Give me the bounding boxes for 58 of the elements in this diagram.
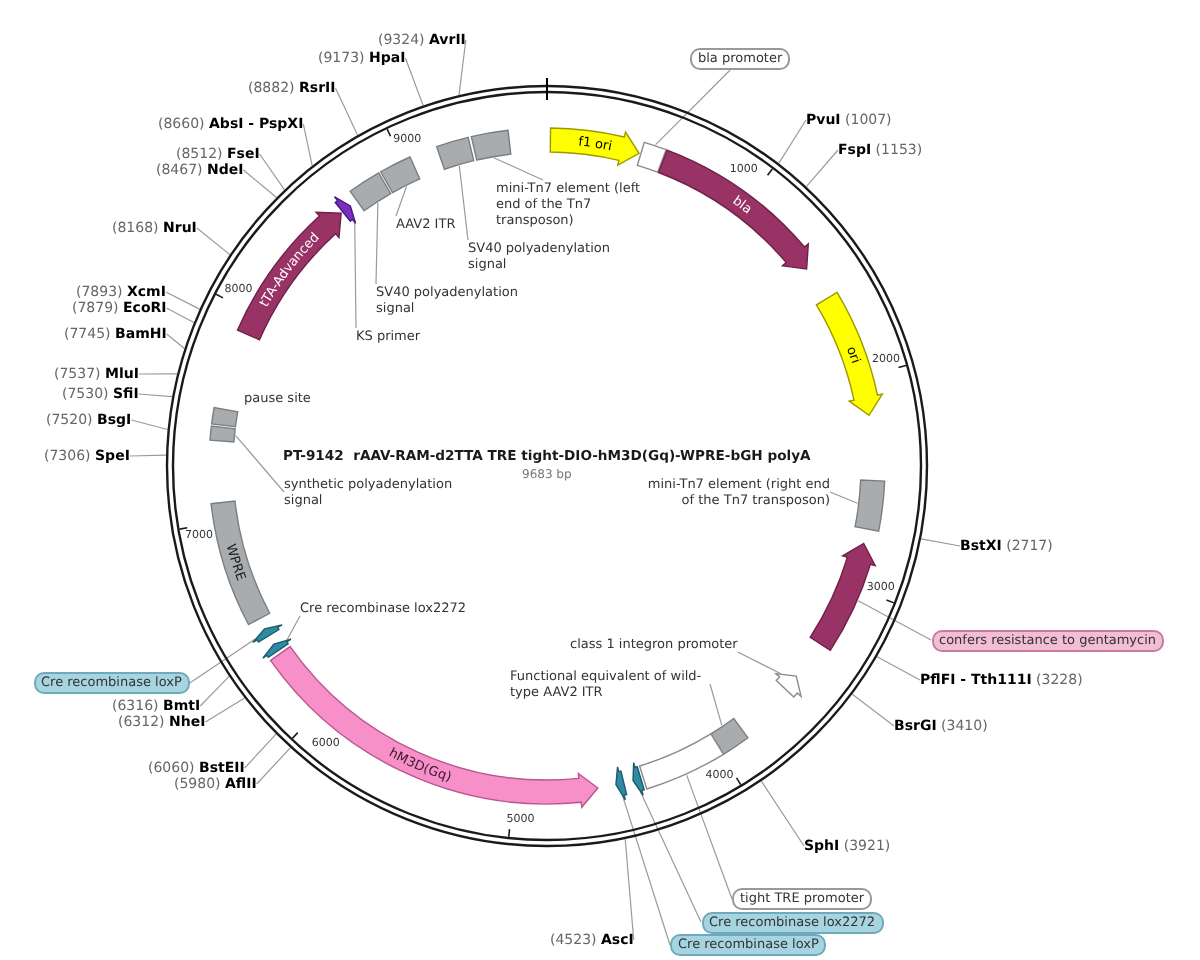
feature-block — [379, 156, 421, 194]
leader-line — [196, 227, 231, 256]
leader-line — [920, 538, 961, 547]
directional-feature-block — [632, 761, 645, 796]
leader-line — [165, 291, 201, 310]
leader-line — [138, 373, 178, 375]
directional-feature-block — [333, 196, 357, 225]
directional-feature-block — [775, 672, 802, 698]
leader-line — [851, 693, 895, 727]
leader-line — [655, 69, 731, 146]
leader-line — [737, 651, 782, 675]
directional-feature-block — [657, 149, 810, 270]
leader-line — [458, 39, 467, 96]
feature-block — [210, 500, 271, 626]
leader-line — [334, 87, 359, 136]
leader-line — [876, 656, 921, 681]
leader-line — [805, 149, 839, 188]
leader-line — [166, 333, 185, 350]
leader-line — [199, 675, 230, 707]
leader-line — [395, 185, 408, 217]
feature-block — [349, 172, 392, 212]
directional-feature-block — [615, 766, 628, 801]
feature-block — [636, 141, 667, 173]
leader-line — [375, 202, 379, 285]
leader-line — [404, 57, 424, 107]
feature-block — [435, 136, 475, 170]
leader-line — [624, 838, 635, 941]
feature-block — [470, 129, 512, 161]
feature-block — [210, 406, 239, 428]
leader-line — [857, 600, 932, 641]
leader-line — [622, 796, 671, 946]
leader-line — [493, 157, 544, 181]
directional-feature-block — [252, 624, 283, 644]
directional-feature-block — [549, 127, 640, 166]
leader-line — [829, 491, 859, 504]
leader-line — [686, 774, 733, 900]
leader-line — [244, 733, 277, 769]
leader-line — [204, 697, 246, 723]
leader-line — [130, 419, 169, 431]
leader-line — [760, 780, 805, 847]
leader-line — [242, 169, 278, 199]
leader-line — [256, 747, 291, 785]
leader-line — [458, 165, 469, 241]
leader-line — [259, 153, 285, 191]
leader-line — [778, 119, 807, 164]
leader-line — [129, 454, 167, 457]
feature-block — [710, 717, 749, 755]
leader-line — [286, 615, 301, 641]
feature-block — [209, 425, 236, 443]
leader-line — [709, 683, 723, 726]
leader-line — [302, 123, 313, 167]
leader-line — [165, 307, 195, 324]
leader-line — [354, 218, 357, 329]
directional-feature-block — [262, 638, 292, 659]
feature-block — [854, 479, 886, 532]
leader-line — [639, 791, 702, 923]
leader-line — [189, 638, 256, 684]
leader-line — [138, 393, 173, 398]
